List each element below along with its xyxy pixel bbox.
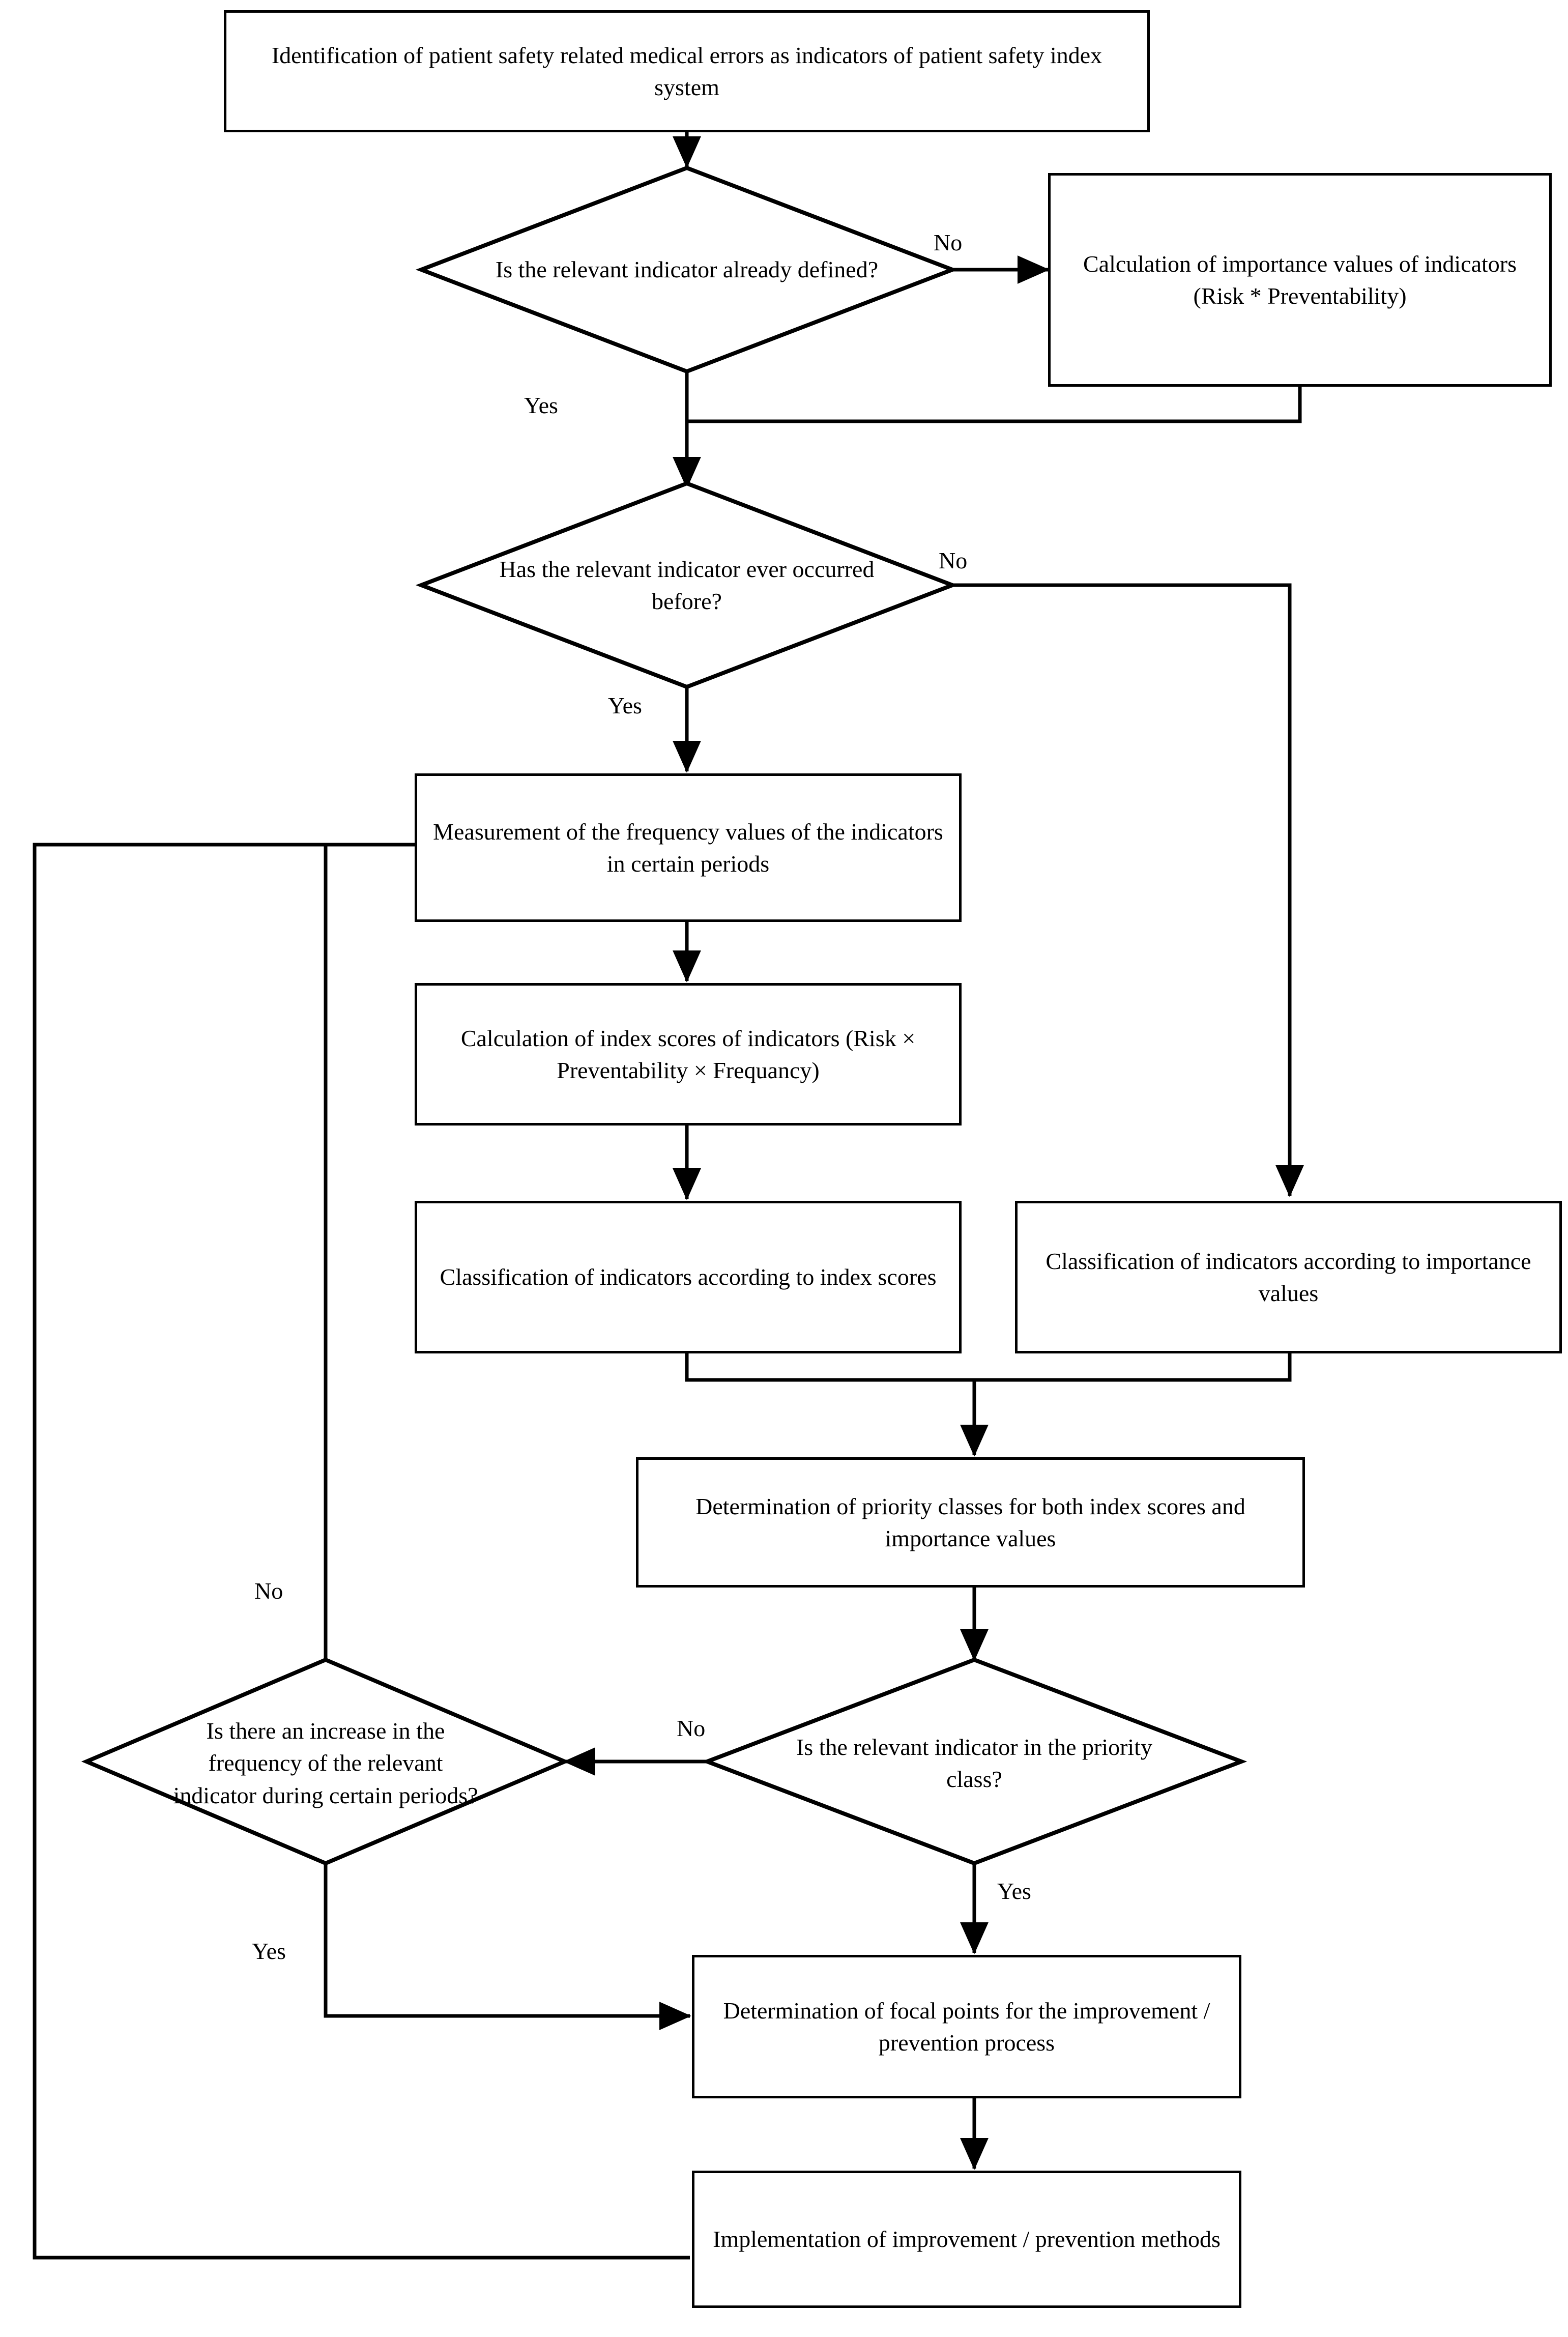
node-implementation-label: Implementation of improvement / preventi…: [713, 2226, 1221, 2253]
node-identification[interactable]: Identification of patient safety related…: [224, 10, 1150, 132]
edge-label-occurred-yes: Yes: [608, 693, 642, 718]
node-indicator-defined-label: Is the relevant indicator already define…: [495, 256, 879, 283]
edge-label-increase-no: No: [254, 1578, 283, 1604]
node-index-scores-calculation-label: Calculation of index scores of indicator…: [460, 1025, 916, 1083]
edge-label-occurred-no: No: [939, 547, 968, 573]
node-index-scores-calculation[interactable]: Calculation of index scores of indicator…: [415, 983, 962, 1126]
diamond-in-priority-class: [701, 1657, 1247, 1866]
node-indicator-defined[interactable]: Is the relevant indicator already define…: [458, 219, 916, 321]
edge-label-priority-no: No: [677, 1715, 706, 1741]
node-importance-calculation[interactable]: Calculation of importance values of indi…: [1048, 173, 1552, 387]
node-classification-index-scores[interactable]: Classification of indicators according t…: [415, 1201, 962, 1353]
node-focal-points-label: Determination of focal points for the im…: [723, 1997, 1210, 2056]
edge-implementation-loop: [33, 830, 690, 2260]
node-classification-index-scores-label: Classification of indicators according t…: [440, 1264, 937, 1290]
diamond-frequency-increase: [81, 1657, 570, 1866]
diamond-occurred-before: [415, 481, 959, 689]
node-implementation[interactable]: Implementation of improvement / preventi…: [692, 2171, 1241, 2308]
edge-increase-yes: [324, 1863, 691, 2030]
edge-label-increase-yes: Yes: [252, 1938, 286, 1964]
node-identification-label: Identification of patient safety related…: [271, 42, 1102, 100]
node-focal-points[interactable]: Determination of focal points for the im…: [692, 1955, 1241, 2098]
node-importance-calculation-label: Calculation of importance values of indi…: [1083, 250, 1517, 309]
node-occurred-before[interactable]: Has the relevant indicator ever occurred…: [458, 534, 916, 636]
edge-classify-merge: [685, 1353, 1292, 1382]
node-frequency-measurement-label: Measurement of the frequency values of t…: [433, 818, 943, 877]
edge-label-defined-no: No: [934, 229, 963, 255]
node-occurred-before-label: Has the relevant indicator ever occurred…: [499, 556, 875, 614]
edge-label-defined-yes: Yes: [524, 392, 558, 418]
node-priority-classes[interactable]: Determination of priority classes for bo…: [636, 1457, 1305, 1588]
node-in-priority-class[interactable]: Is the relevant indicator in the priorit…: [748, 1715, 1201, 1811]
edge-occurred-no: [952, 583, 1304, 1197]
node-priority-classes-label: Determination of priority classes for bo…: [695, 1493, 1245, 1551]
node-frequency-increase-label: Is there an increase in the frequency of…: [173, 1717, 478, 1808]
edge-label-priority-yes: Yes: [997, 1878, 1031, 1904]
node-frequency-increase[interactable]: Is there an increase in the frequency of…: [145, 1689, 506, 1837]
node-classification-importance-values-label: Classification of indicators according t…: [1046, 1248, 1531, 1306]
edge-importance-join: [687, 387, 1302, 423]
node-frequency-measurement[interactable]: Measurement of the frequency values of t…: [415, 773, 962, 922]
node-in-priority-class-label: Is the relevant indicator in the priorit…: [796, 1734, 1152, 1792]
node-classification-importance-values[interactable]: Classification of indicators according t…: [1015, 1201, 1562, 1353]
diamond-indicator-defined: [415, 165, 959, 374]
